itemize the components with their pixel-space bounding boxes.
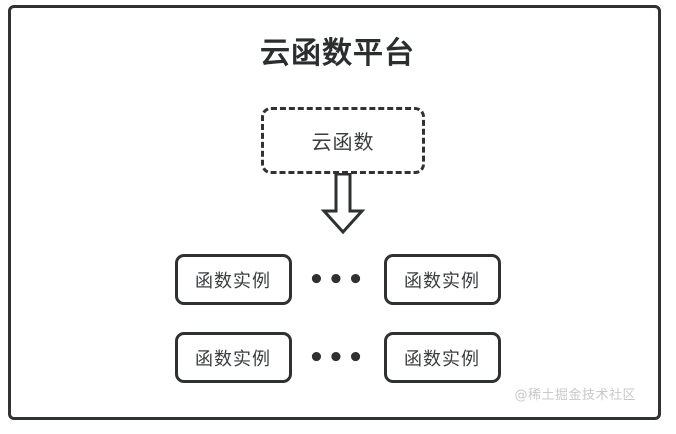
function-instance-node: 函数实例: [383, 254, 501, 305]
cloud-function-node: 云函数: [261, 107, 425, 174]
ellipsis-separator: •••: [308, 342, 367, 373]
function-instance-label: 函数实例: [404, 270, 480, 292]
down-block-arrow-icon: [319, 172, 367, 235]
function-instance-label: 函数实例: [404, 348, 480, 370]
cloud-function-label: 云函数: [311, 130, 375, 154]
function-instance-row: 函数实例 ••• 函数实例: [11, 332, 664, 383]
function-instance-node: 函数实例: [383, 332, 501, 383]
page-title: 云函数平台: [260, 36, 415, 71]
ellipsis-separator: •••: [308, 264, 367, 295]
function-instance-label: 函数实例: [195, 348, 271, 370]
cloud-function-platform-frame: 云函数平台 云函数 函数实例 ••• 函数实例 函数实例 ••• 函数实例 @稀…: [8, 5, 661, 420]
function-instance-node: 函数实例: [174, 254, 292, 305]
function-instance-row: 函数实例 ••• 函数实例: [11, 254, 664, 305]
watermark-text: @稀土掘金技术社区: [514, 388, 636, 403]
function-instance-node: 函数实例: [174, 332, 292, 383]
function-instance-label: 函数实例: [195, 270, 271, 292]
